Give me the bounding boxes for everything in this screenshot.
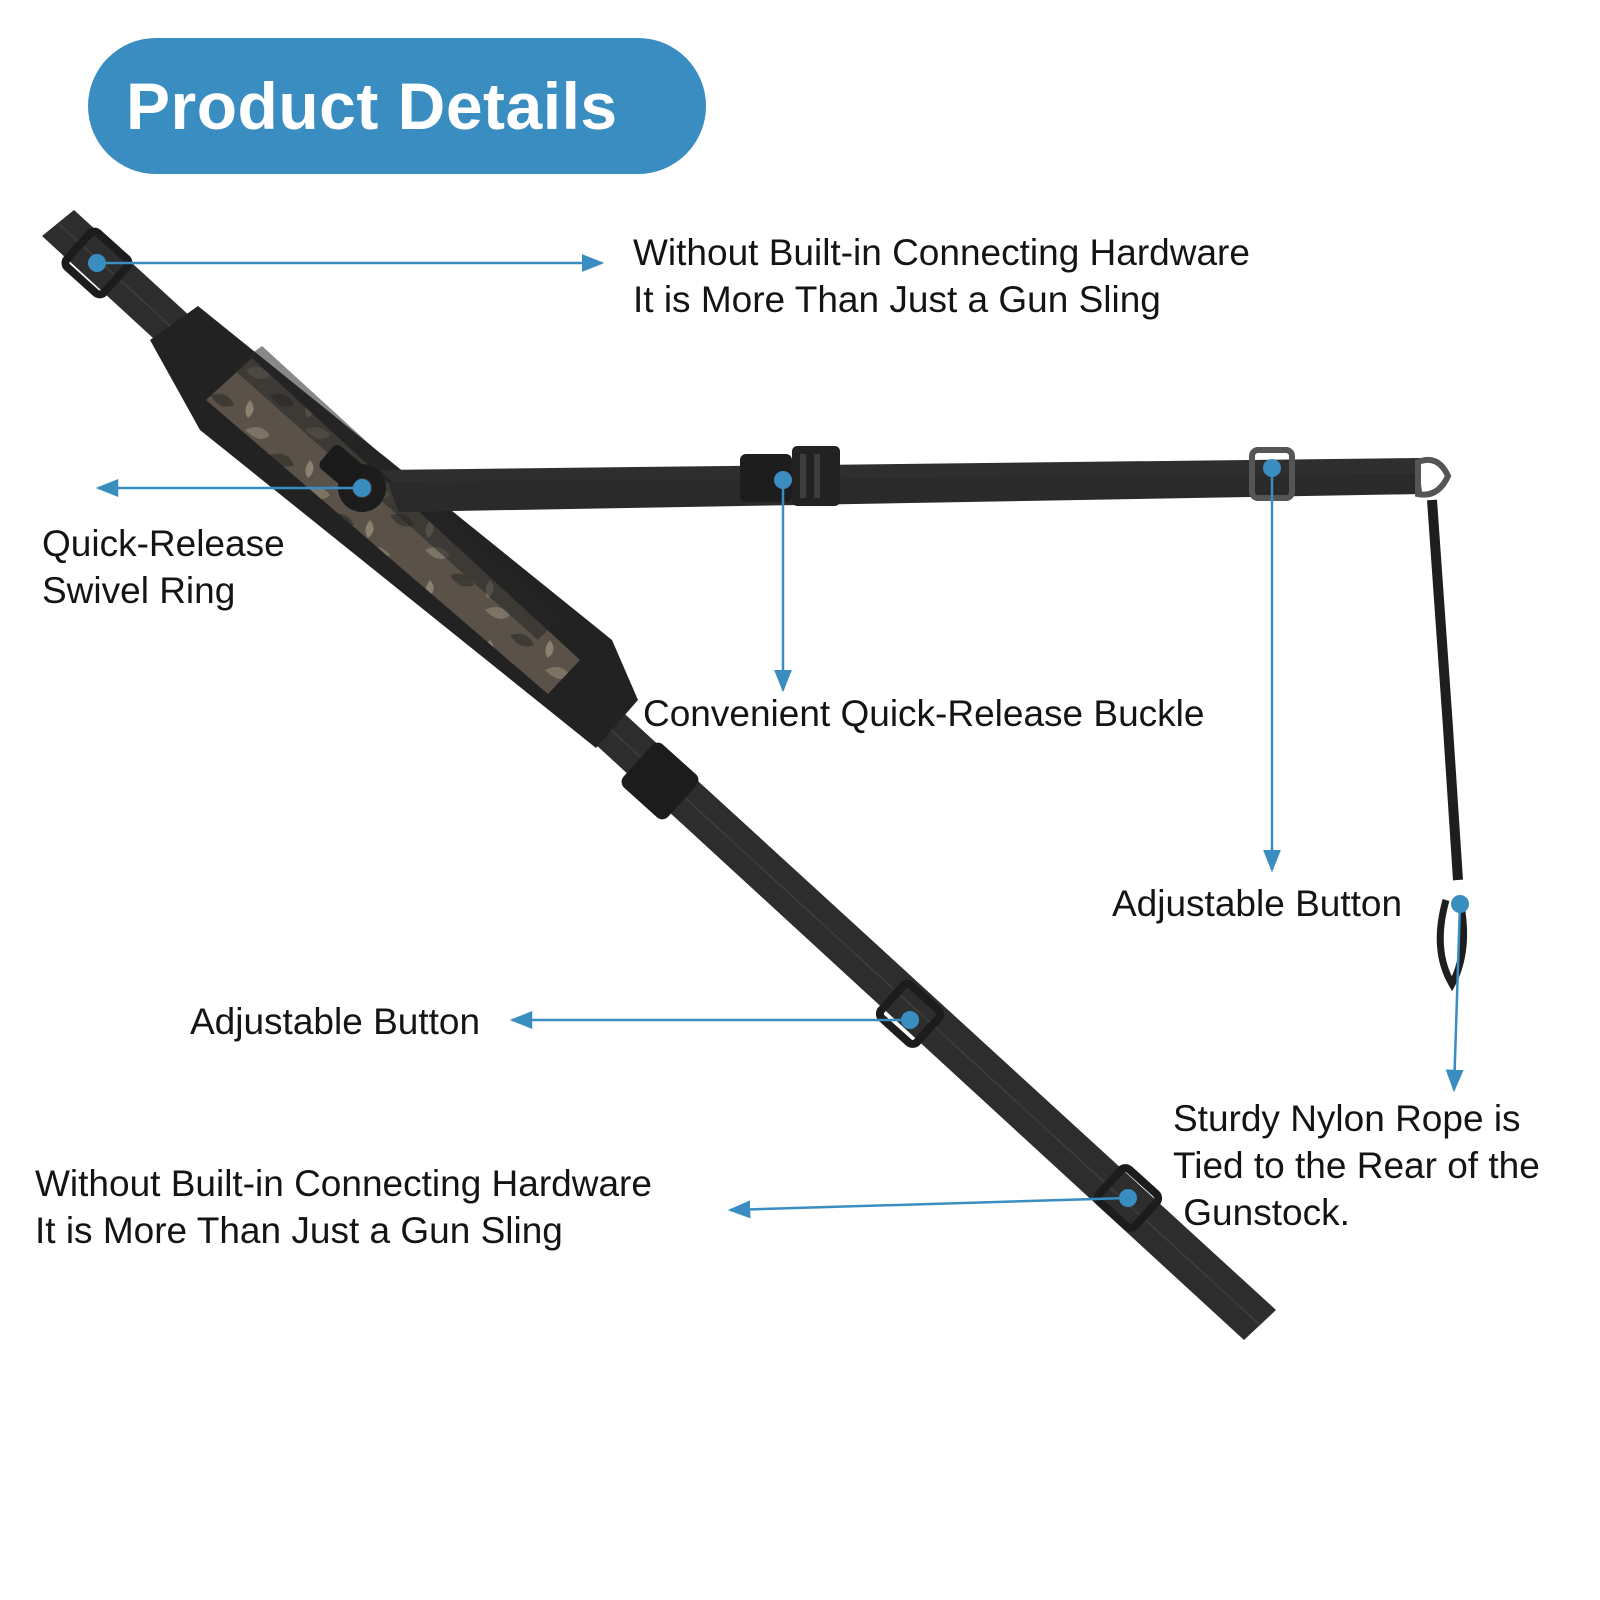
callout-adjustable-button-right: Adjustable Button bbox=[1112, 880, 1402, 927]
callout-lines bbox=[95, 254, 1464, 1219]
callout-top-end-hardware: Without Built-in Connecting Hardware It … bbox=[633, 229, 1250, 323]
callout-line: Adjustable Button bbox=[1112, 883, 1403, 924]
page-title: Product Details bbox=[126, 69, 618, 143]
callout-bottom-end-hardware: Without Built-in Connecting Hardware It … bbox=[35, 1160, 652, 1254]
callout-dots bbox=[88, 254, 1469, 1207]
callout-line: It is More Than Just a Gun Sling bbox=[35, 1210, 563, 1251]
callout-nylon-rope: Sturdy Nylon Rope is Tied to the Rear of… bbox=[1173, 1095, 1540, 1236]
lower-adjuster-2 bbox=[1093, 1164, 1163, 1232]
cross-strap bbox=[380, 458, 1422, 512]
lower-adjuster-1 bbox=[875, 980, 945, 1048]
callout-line: It is More Than Just a Gun Sling bbox=[633, 279, 1161, 320]
lower-buckle bbox=[621, 742, 699, 820]
quick-release-buckle-shape bbox=[740, 446, 840, 506]
callout-swivel-ring: Quick-Release Swivel Ring bbox=[42, 520, 285, 614]
callout-line: Sturdy Nylon Rope is bbox=[1173, 1098, 1521, 1139]
top-adjuster bbox=[61, 227, 133, 299]
callout-adjustable-button-left: Adjustable Button bbox=[190, 998, 480, 1045]
callout-line: Without Built-in Connecting Hardware bbox=[35, 1163, 652, 1204]
callout-line: Without Built-in Connecting Hardware bbox=[633, 232, 1250, 273]
d-ring-and-rope bbox=[1415, 456, 1468, 992]
callout-line: Convenient Quick-Release Buckle bbox=[643, 693, 1205, 734]
callout-line: Gunstock. bbox=[1173, 1192, 1350, 1233]
callout-quick-release-buckle: Convenient Quick-Release Buckle bbox=[643, 690, 1204, 737]
callout-line: Tied to the Rear of the bbox=[1173, 1145, 1540, 1186]
callout-line: Adjustable Button bbox=[190, 1001, 481, 1042]
callout-line: Swivel Ring bbox=[42, 570, 236, 611]
callout-line: Quick-Release bbox=[42, 523, 285, 564]
title-banner: Product Details bbox=[88, 38, 706, 174]
